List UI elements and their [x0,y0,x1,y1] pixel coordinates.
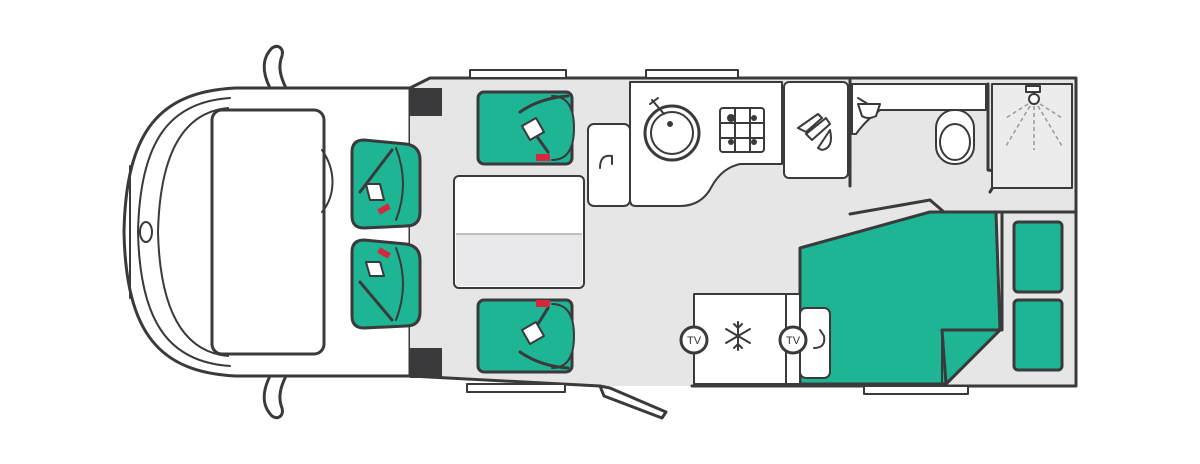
window [863,385,969,395]
shower[interactable] [991,83,1073,189]
seat-cushion-line [395,147,404,221]
shower-drain-icon [1028,93,1040,105]
window [466,383,566,393]
tv-icon[interactable]: TV [778,325,808,355]
bed-fold [940,328,1002,386]
windows [466,69,969,395]
mirror-bottom [262,374,288,420]
cab-badge [139,221,153,243]
window [645,69,739,79]
oven-icon [797,113,832,151]
pillow[interactable] [1012,220,1064,294]
seatbelt-buckle-icon [521,117,545,141]
lounge-seat-top[interactable] [476,90,575,166]
cab-inner-line-2 [157,107,229,357]
toilet-icon[interactable] [935,109,975,165]
shower-head [1025,85,1041,93]
tv-label: TV [687,335,702,347]
seatbelt-icon [358,280,394,322]
buckle-red [377,203,391,215]
cab-seat-driver[interactable] [350,138,422,230]
bed[interactable] [798,210,1002,386]
oven-unit[interactable] [783,81,849,179]
seatbelt-icon-lower [518,350,570,370]
buckle-red [377,247,391,259]
seat-back [551,95,575,161]
buckle-red [536,154,550,161]
cab-seat-passenger[interactable] [350,238,422,330]
wardrobe[interactable] [587,123,631,207]
wardrobe-body [587,123,631,207]
lounge-seat-bottom[interactable] [476,298,575,374]
sink-icon[interactable] [643,97,701,162]
wardrobe-door-arc [599,154,613,169]
entrance-door[interactable] [598,384,668,420]
fridge-snowflake-icon [725,321,751,351]
cab-pillar-top [410,88,442,116]
oven-body [783,81,849,179]
steering-arc [321,149,334,213]
buckle-red [536,300,550,307]
dinette-table[interactable] [453,175,585,289]
seatbelt-buckle-icon [365,183,385,201]
mirror-top [262,44,288,90]
seat-cushion-line [395,247,404,321]
seatbelt-buckle-icon [521,321,545,345]
tv-label: TV [786,335,801,347]
cab [122,44,412,420]
seatbelt-icon [518,94,570,114]
bedroom-partition [848,198,1078,216]
pillow[interactable] [1012,298,1064,372]
washroom [851,82,1004,194]
table-extension [456,234,582,286]
windscreen-dash [210,108,326,356]
window [469,69,567,79]
washroom-basin-icon[interactable] [857,97,881,119]
cab-inner-line [137,97,231,367]
seat-back [350,138,422,230]
seatbelt-buckle-icon [365,261,385,277]
hob-icon[interactable] [719,107,765,153]
kitchen [629,81,783,207]
shower-icon [1005,103,1063,150]
washroom-vanity [851,83,987,135]
seat-back [551,303,575,369]
tv-icon[interactable]: TV [679,325,709,355]
cab-pillar-bottom [410,348,442,378]
